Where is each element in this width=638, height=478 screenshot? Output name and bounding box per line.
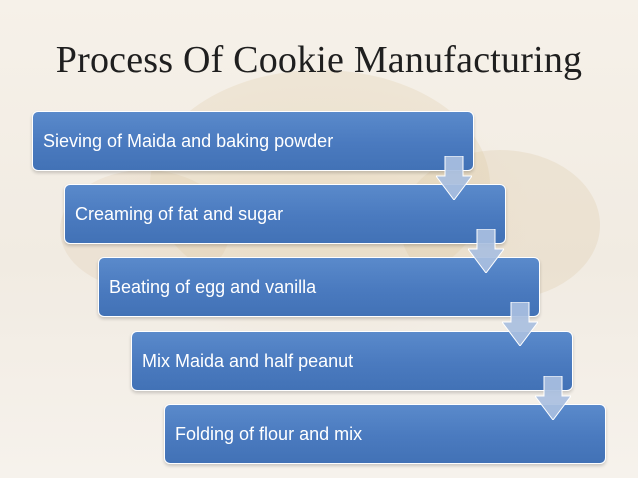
step-label: Beating of egg and vanilla	[109, 276, 317, 297]
down-arrow-icon	[502, 302, 538, 346]
step-label: Mix Maida and half peanut	[142, 350, 354, 371]
slide-title: Process Of Cookie Manufacturing	[55, 39, 583, 81]
step-label: Folding of flour and mix	[175, 423, 363, 444]
process-step-mixing: Mix Maida and half peanut	[131, 331, 573, 391]
process-step-creaming: Creaming of fat and sugar	[64, 184, 506, 244]
down-arrow-icon	[468, 229, 504, 273]
step-label: Sieving of Maida and baking powder	[43, 130, 334, 151]
process-step-sieving: Sieving of Maida and baking powder	[32, 111, 474, 171]
step-label: Creaming of fat and sugar	[75, 203, 284, 224]
down-arrow-icon	[535, 376, 571, 420]
process-step-beating: Beating of egg and vanilla	[98, 257, 540, 317]
down-arrow-icon	[436, 156, 472, 200]
process-step-folding: Folding of flour and mix	[164, 404, 606, 464]
